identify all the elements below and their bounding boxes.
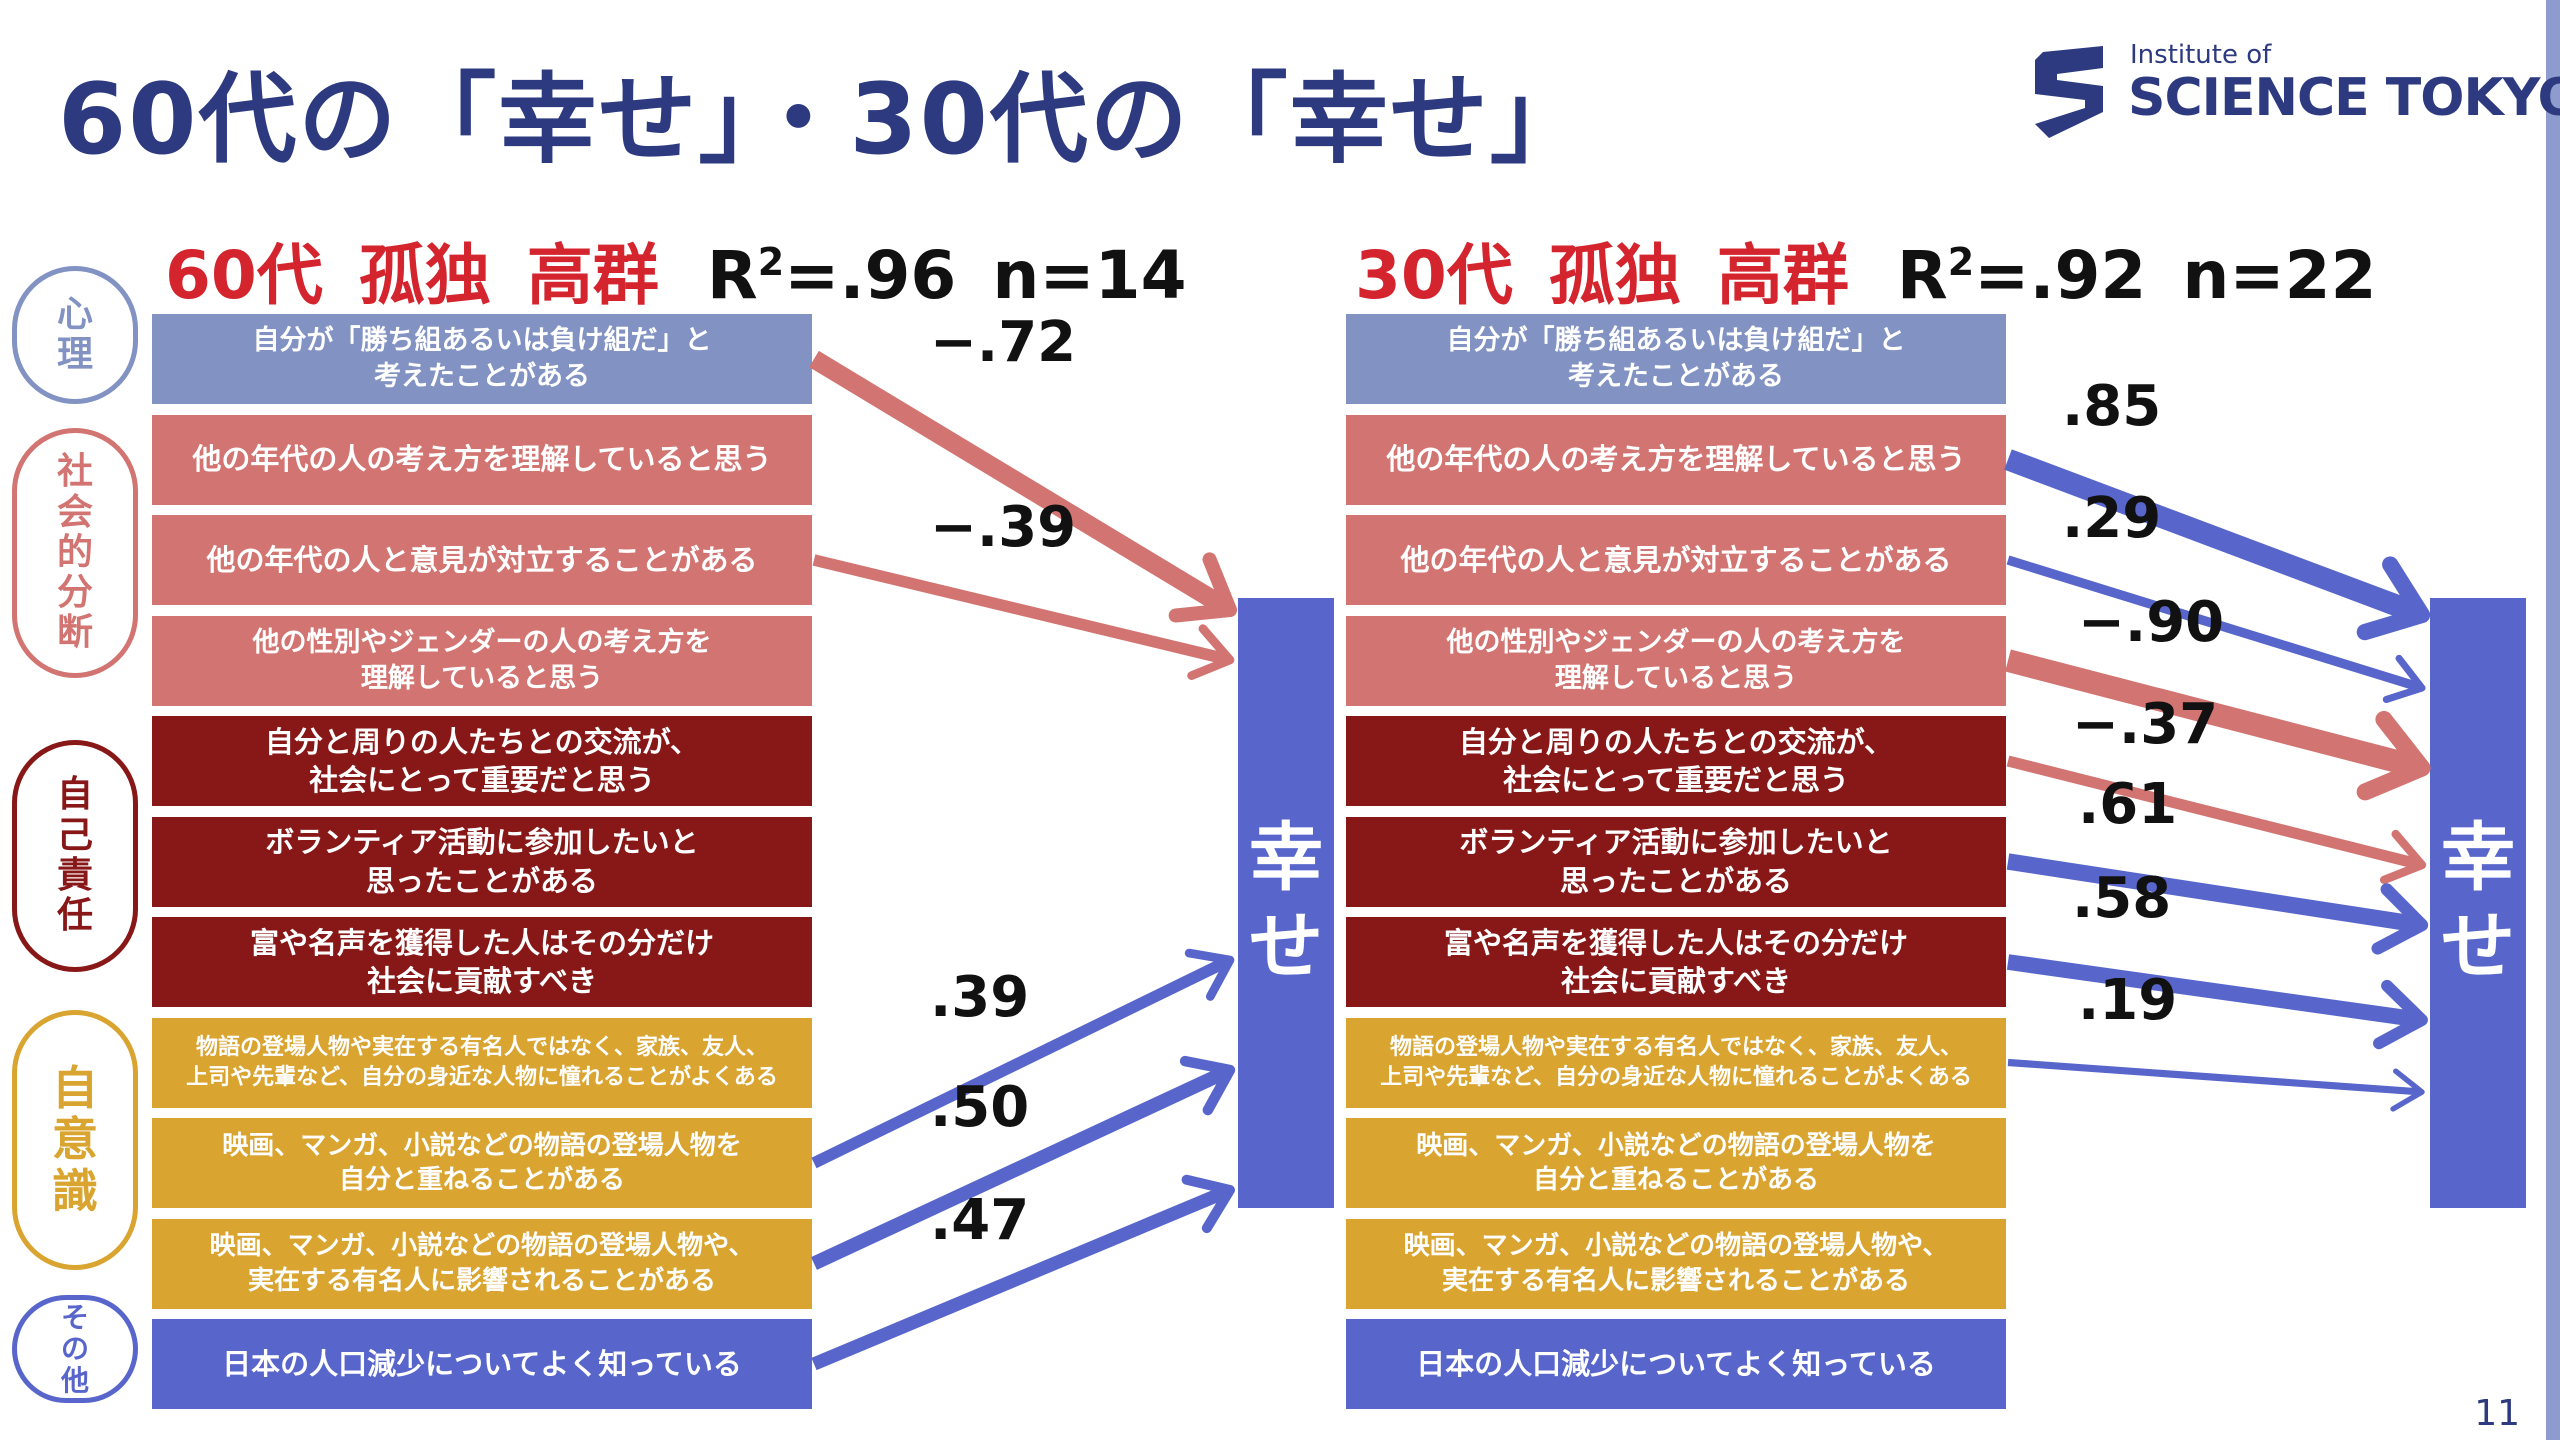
page-number: 11 [2474,1393,2520,1434]
sixties-item-box: 自分と周りの人たちとの交流が、 社会にとって重要だと思う [152,716,812,806]
institution-logo: Institute of SCIENCE TOKYO [2035,40,2560,150]
thirties-item-box: 自分が「勝ち組あるいは負け組だ」と 考えたことがある [1346,314,2006,404]
sample-size-label: n=14 [992,237,1187,314]
panel-condition-label: 孤独 [358,237,491,314]
category-label: その他 [12,1295,138,1403]
r-squared-label: R2=.92 [1896,237,2147,314]
arrow-head [1168,552,1238,623]
arrow-head [1184,948,1235,1001]
arrow-shaft [2006,853,2420,933]
arrow-head [2356,710,2431,801]
arrow-head [2371,883,2429,955]
thirties-item-box: 映画、マンガ、小説などの物語の登場人物や、 実在する有名人に影響されることがある [1346,1218,2006,1309]
arrow-head [2356,556,2431,641]
panel-condition-label: 高群 [526,237,659,314]
happiness-target-box-30s: 幸せ [2430,598,2526,1208]
path-coefficient-label: .47 [930,1188,1030,1253]
thirties-item-box: 映画、マンガ、小説などの物語の登場人物を 自分と重ねることがある [1346,1118,2006,1208]
sixties-item-box: ボランティア活動に参加したいと 思ったことがある [152,816,812,907]
thirties-item-box: 他の年代の人と意見が対立することがある [1346,515,2006,605]
panel-group-label: 30代 [1355,237,1513,314]
arrow-head [2379,829,2427,885]
sixties-item-box: 映画、マンガ、小説などの物語の登場人物を 自分と重ねることがある [152,1118,812,1208]
path-coefficient-label: .61 [2078,772,2178,837]
arrow-head [2390,1068,2425,1112]
panel-title-30s: 30代孤独高群 R2=.92 n=22 [1355,222,2377,318]
right-edge-bar [2546,0,2560,1440]
path-arrow [2006,853,2429,955]
sixties-item-box: 自分が「勝ち組あるいは負け組だ」と 考えたことがある [152,314,812,404]
logo-text-big: SCIENCE TOKYO [2128,68,2560,128]
path-coefficient-label: .39 [930,965,1030,1030]
arrow-shaft [812,554,1228,665]
sixties-item-box: 日本の人口減少についてよく知っている [152,1319,812,1409]
category-label: 自己責任 [12,740,138,972]
panel-condition-label: 高群 [1716,237,1849,314]
arrow-shaft [2006,954,2420,1028]
arrow-head [1179,1055,1236,1116]
sixties-item-box: 物語の登場人物や実在する有名人ではなく、家族、友人、 上司や先輩など、自分の身近… [152,1017,812,1108]
thirties-item-box: 富や名声を獲得した人はその分だけ 社会に貢献すべき [1346,917,2006,1007]
path-coefficient-label: −.39 [930,495,1077,560]
arrow-head [2382,654,2426,704]
panel-group-label: 60代 [165,237,323,314]
path-arrow [812,554,1235,680]
path-coefficient-label: .85 [2062,374,2162,439]
panel-condition-label: 孤独 [1548,237,1681,314]
sixties-item-box: 映画、マンガ、小説などの物語の登場人物や、 実在する有名人に影響されることがある [152,1218,812,1309]
panel-title-60s: 60代孤独高群 R2=.96 n=14 [165,222,1187,318]
arrow-head [1181,1174,1236,1234]
slide-title: 60代の「幸せ」・30代の「幸せ」 [58,63,1590,177]
arrow-shaft [2006,755,2420,870]
category-label: 心理 [12,266,138,404]
logo-mark-icon [2035,46,2103,138]
thirties-item-box: 物語の登場人物や実在する有名人ではなく、家族、友人、 上司や先輩など、自分の身近… [1346,1017,2006,1108]
r-squared-label: R2=.96 [706,237,957,314]
path-arrow [2006,755,2427,885]
path-coefficient-label: −.90 [2078,590,2225,655]
thirties-item-box: 他の性別やジェンダーの人の考え方を 理解していると思う [1346,615,2006,706]
thirties-item-box: ボランティア活動に参加したいと 思ったことがある [1346,816,2006,907]
happiness-target-box-60s: 幸せ [1238,598,1334,1208]
path-coefficient-label: .29 [2062,486,2162,551]
sixties-item-box: 他の年代の人と意見が対立することがある [152,515,812,605]
arrow-shaft [809,350,1232,616]
path-coefficient-label: .58 [2072,866,2172,931]
path-coefficient-label: .19 [2078,968,2178,1033]
path-coefficient-label: −.72 [930,310,1077,375]
sample-size-label: n=22 [2182,237,2377,314]
category-label: 社会的分断 [12,428,138,678]
sixties-item-box: 他の年代の人の考え方を理解していると思う [152,414,812,505]
path-arrow [809,350,1238,623]
arrow-head [1187,624,1235,680]
sixties-item-box: 富や名声を獲得した人はその分だけ 社会に貢献すべき [152,917,812,1007]
logo-text-small: Institute of [2130,40,2272,70]
path-arrow [2007,1058,2425,1112]
path-coefficient-label: −.37 [2072,692,2219,757]
arrow-shaft [2007,1058,2419,1096]
thirties-item-box: 他の年代の人の考え方を理解していると思う [1346,414,2006,505]
category-label: 自意識 [12,1010,138,1270]
thirties-item-box: 日本の人口減少についてよく知っている [1346,1319,2006,1409]
thirties-item-box: 自分と周りの人たちとの交流が、 社会にとって重要だと思う [1346,716,2006,806]
path-arrow [2006,954,2428,1050]
path-coefficient-label: .50 [930,1075,1030,1140]
sixties-item-box: 他の性別やジェンダーの人の考え方を 理解していると思う [152,615,812,706]
arrow-head [2373,979,2428,1050]
